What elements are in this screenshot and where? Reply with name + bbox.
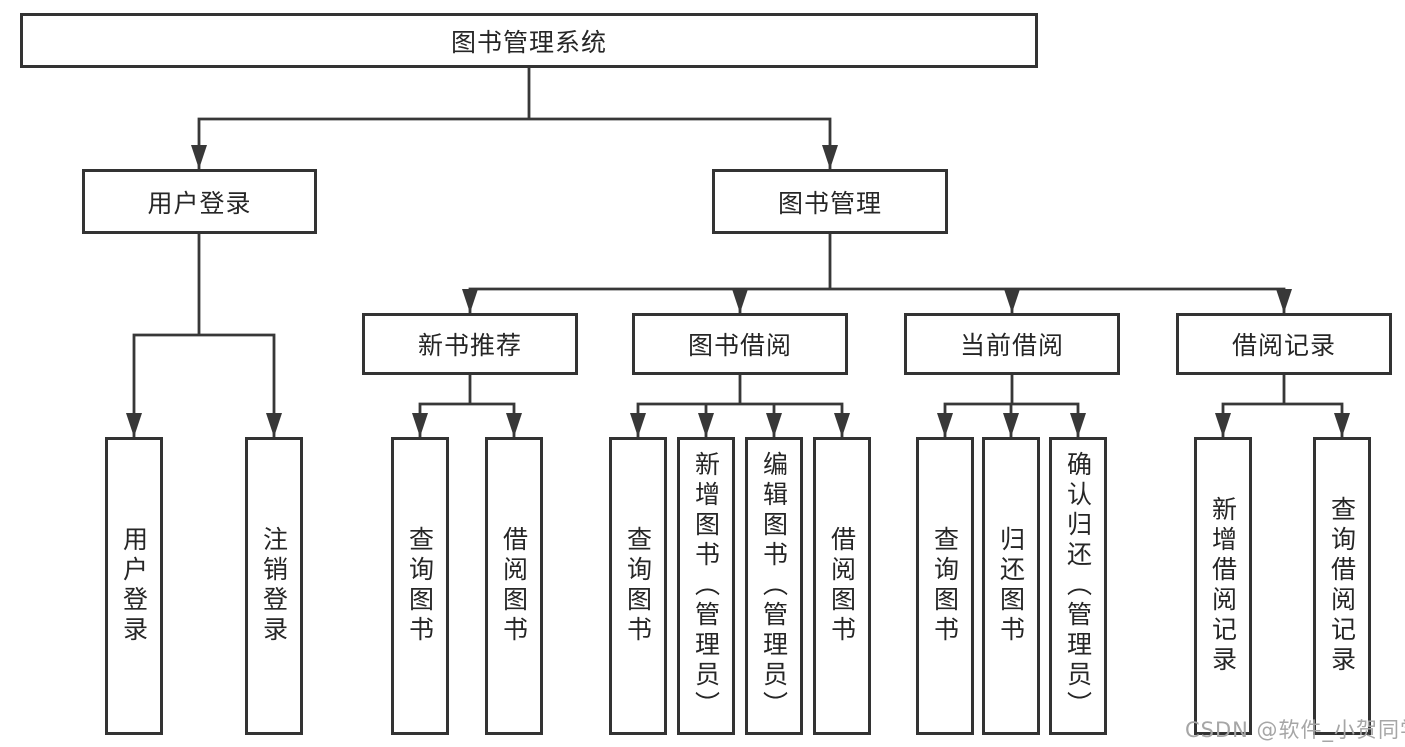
node-current-borrowing: 当前借阅 — [904, 313, 1120, 375]
leaf-records-query-record: 查询借阅记录 — [1313, 437, 1371, 735]
node-root: 图书管理系统 — [20, 13, 1038, 68]
leaf-logout: 注销登录 — [245, 437, 303, 735]
leaf-current-confirm-return-admin: 确认归还（管理员） — [1049, 437, 1107, 735]
arrowheads — [126, 145, 1350, 437]
leaf-recommend-borrow-books-label: 借阅图书 — [499, 526, 529, 646]
leaf-current-return-book: 归还图书 — [982, 437, 1040, 735]
leaf-current-query-books: 查询图书 — [916, 437, 974, 735]
leaf-records-add-record-label: 新增借阅记录 — [1208, 496, 1238, 676]
leaf-borrowing-borrow-books-label: 借阅图书 — [827, 526, 857, 646]
leaf-borrowing-borrow-books: 借阅图书 — [813, 437, 871, 735]
node-borrowing-records: 借阅记录 — [1176, 313, 1392, 375]
node-book-borrowing: 图书借阅 — [632, 313, 848, 375]
leaf-borrowing-add-book-admin-label: 新增图书（管理员） — [691, 451, 721, 721]
node-book-management: 图书管理 — [712, 169, 948, 234]
leaf-user-login-label: 用户登录 — [119, 526, 149, 646]
leaf-recommend-borrow-books: 借阅图书 — [485, 437, 543, 735]
leaf-recommend-query-books-label: 查询图书 — [405, 526, 435, 646]
leaf-current-query-books-label: 查询图书 — [930, 526, 960, 646]
leaf-records-add-record: 新增借阅记录 — [1194, 437, 1252, 735]
leaf-user-login: 用户登录 — [105, 437, 163, 735]
watermark: CSDN @软件_小贺同学 — [1185, 718, 1405, 742]
leaf-current-return-book-label: 归还图书 — [996, 526, 1026, 646]
node-new-book-recommend: 新书推荐 — [362, 313, 578, 375]
leaf-borrowing-edit-book-admin: 编辑图书（管理员） — [745, 437, 803, 735]
leaf-borrowing-edit-book-admin-label: 编辑图书（管理员） — [759, 451, 789, 721]
leaf-borrowing-query-books: 查询图书 — [609, 437, 667, 735]
leaf-recommend-query-books: 查询图书 — [391, 437, 449, 735]
leaf-current-confirm-return-admin-label: 确认归还（管理员） — [1063, 451, 1093, 721]
leaf-borrowing-add-book-admin: 新增图书（管理员） — [677, 437, 735, 735]
leaf-borrowing-query-books-label: 查询图书 — [623, 526, 653, 646]
leaf-logout-label: 注销登录 — [259, 526, 289, 646]
node-user-login: 用户登录 — [82, 169, 317, 234]
leaf-records-query-record-label: 查询借阅记录 — [1327, 496, 1357, 676]
